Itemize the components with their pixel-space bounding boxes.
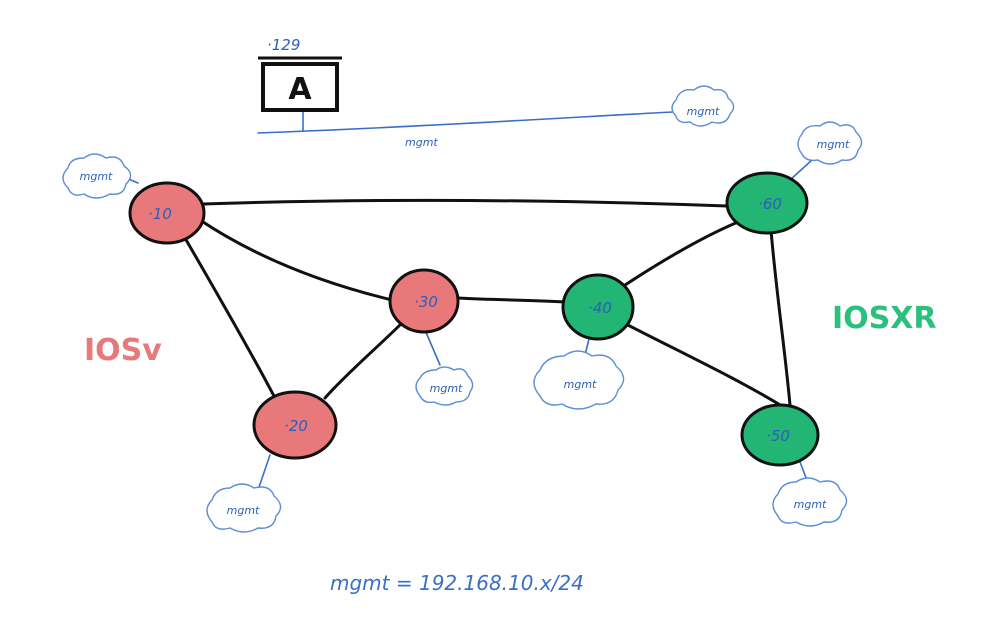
link-60-50: [769, 228, 792, 407]
host-a-box[interactable]: [261, 62, 339, 112]
cloud-label: mgmt: [687, 105, 720, 118]
router-20[interactable]: ·20: [252, 390, 338, 460]
router-40[interactable]: ·40: [561, 273, 635, 341]
mgmt-segment-line: [257, 111, 673, 134]
cloud-label: mgmt: [227, 504, 260, 517]
link-30-40: [456, 296, 567, 304]
router-30[interactable]: ·30: [388, 268, 460, 334]
host-a-label: A: [288, 72, 312, 107]
link-10-60: [201, 198, 729, 208]
mgmt-segment-label: mgmt: [405, 136, 438, 149]
cloud-line-30: [424, 329, 441, 366]
cloud-40: mgmt: [533, 350, 625, 410]
cloud-20: mgmt: [206, 483, 282, 533]
router-label: ·30: [414, 293, 438, 311]
router-50[interactable]: ·50: [740, 403, 820, 467]
router-10[interactable]: ·10: [128, 181, 206, 245]
router-60[interactable]: ·60: [725, 171, 809, 235]
cloud-50: mgmt: [772, 477, 848, 527]
cloud-label: mgmt: [80, 170, 113, 183]
link-20-30: [323, 320, 405, 400]
cloud-host-segment: mgmt: [671, 85, 735, 127]
router-label: ·10: [148, 205, 172, 223]
group-label-iosv: IOSv: [84, 333, 162, 368]
router-label: ·60: [758, 195, 782, 213]
cloud-60: mgmt: [797, 121, 863, 165]
cloud-10: mgmt: [62, 153, 132, 199]
footer-subnet-note: mgmt = 192.168.10.x/24: [330, 571, 584, 595]
cloud-label: mgmt: [430, 382, 463, 395]
cloud-line-20: [257, 454, 271, 491]
cloud-label: mgmt: [564, 378, 597, 391]
cloud-line-60: [789, 159, 813, 181]
link-40-50: [620, 320, 787, 410]
router-label: ·50: [766, 427, 790, 445]
cloud-label: mgmt: [794, 498, 827, 511]
link-10-20: [183, 236, 277, 400]
group-label-iosxr: IOSXR: [832, 301, 937, 336]
router-label: ·20: [284, 417, 308, 435]
router-label: ·40: [588, 299, 612, 317]
cloud-label: mgmt: [817, 138, 850, 151]
cloud-30: mgmt: [415, 366, 474, 406]
link-10-30: [198, 218, 394, 302]
link-40-60: [620, 220, 740, 289]
host-a-address: ·129: [267, 36, 300, 54]
